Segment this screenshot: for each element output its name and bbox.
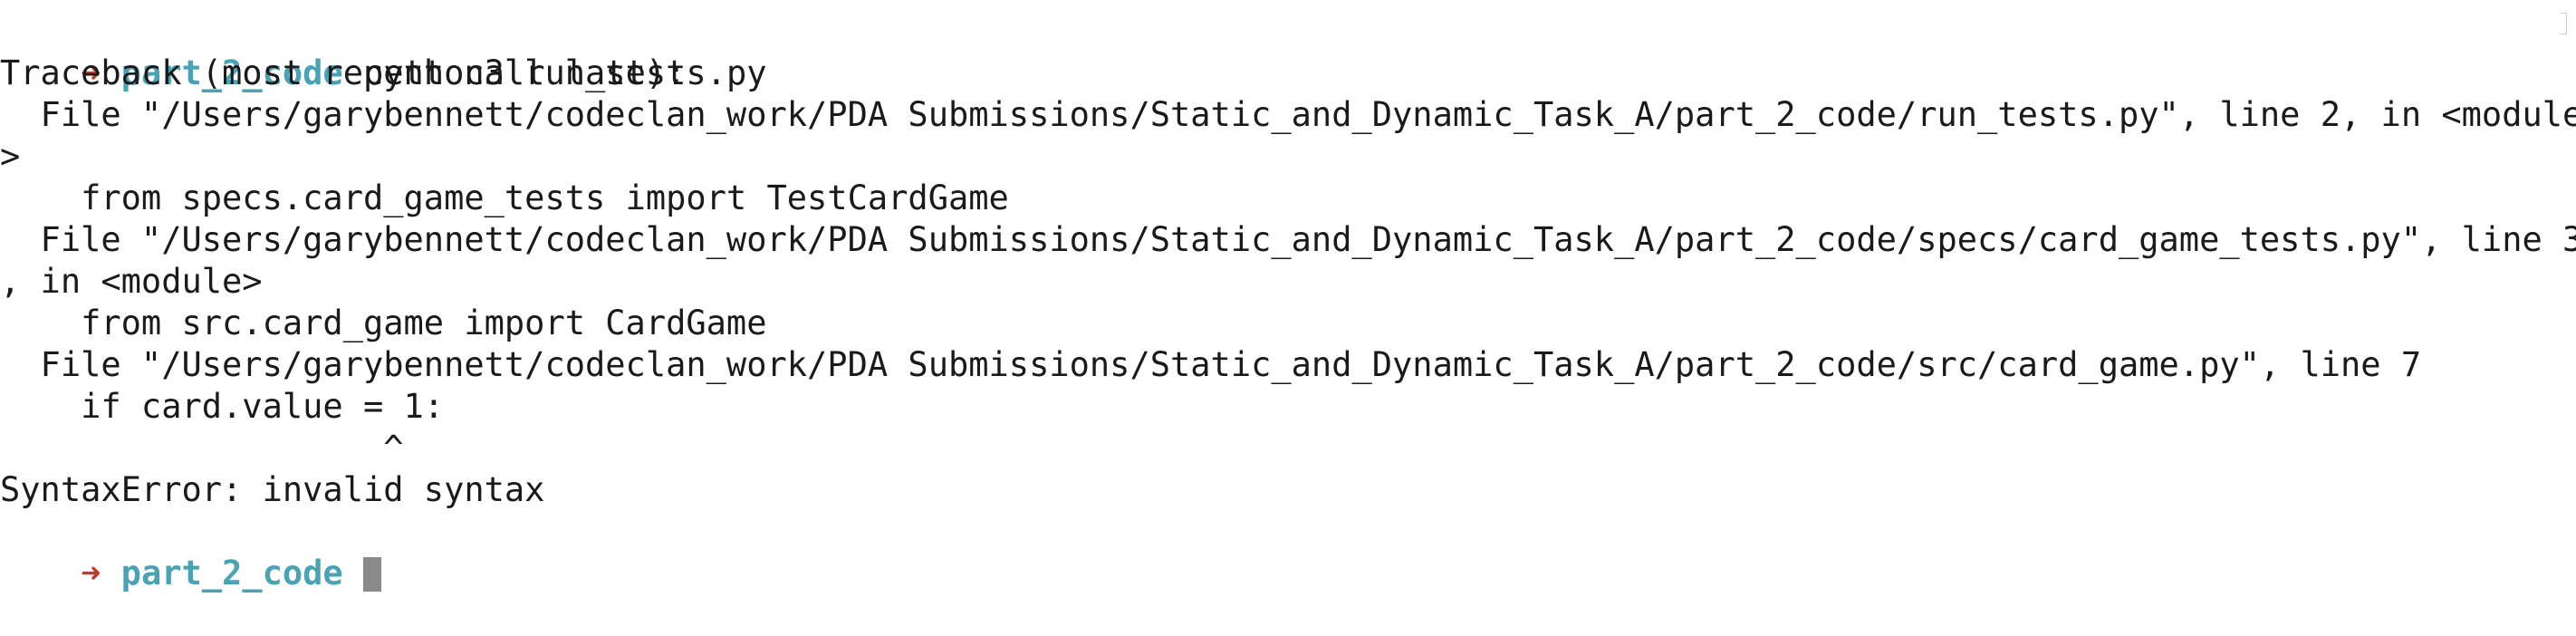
prompt-arrow-icon: ➜: [81, 554, 101, 593]
terminal-window[interactable]: ➜ part_2_code python3 run_tests.py Trace…: [0, 4, 2576, 593]
command-text: python3 run_tests.py: [363, 53, 767, 92]
output-line: File "/Users/garybennett/codeclan_work/P…: [0, 345, 2422, 384]
output-line: , in <module>: [0, 262, 263, 301]
output-line: Traceback (most recent call last):: [0, 53, 687, 92]
command-line: ➜ part_2_code python3 run_tests.py: [0, 11, 766, 92]
error-message-line: SyntaxError: invalid syntax: [0, 470, 545, 509]
prompt-arrow-icon: ➜: [81, 53, 101, 92]
output-line: >: [0, 137, 21, 176]
output-line: File "/Users/garybennett/codeclan_work/P…: [0, 220, 2576, 259]
active-prompt-line[interactable]: ➜ part_2_code: [0, 511, 381, 593]
prompt-directory: part_2_code: [120, 53, 343, 92]
output-line: if card.value = 1:: [0, 387, 445, 426]
output-line: from specs.card_game_tests import TestCa…: [0, 178, 1009, 217]
scrollbar-marker-icon: [2561, 13, 2567, 34]
output-line: from src.card_game import CardGame: [0, 304, 767, 342]
output-line: File "/Users/garybennett/codeclan_work/P…: [0, 95, 2576, 134]
error-caret-line: ^: [0, 429, 404, 467]
prompt-directory: part_2_code: [120, 554, 343, 593]
text-cursor[interactable]: [363, 557, 381, 592]
